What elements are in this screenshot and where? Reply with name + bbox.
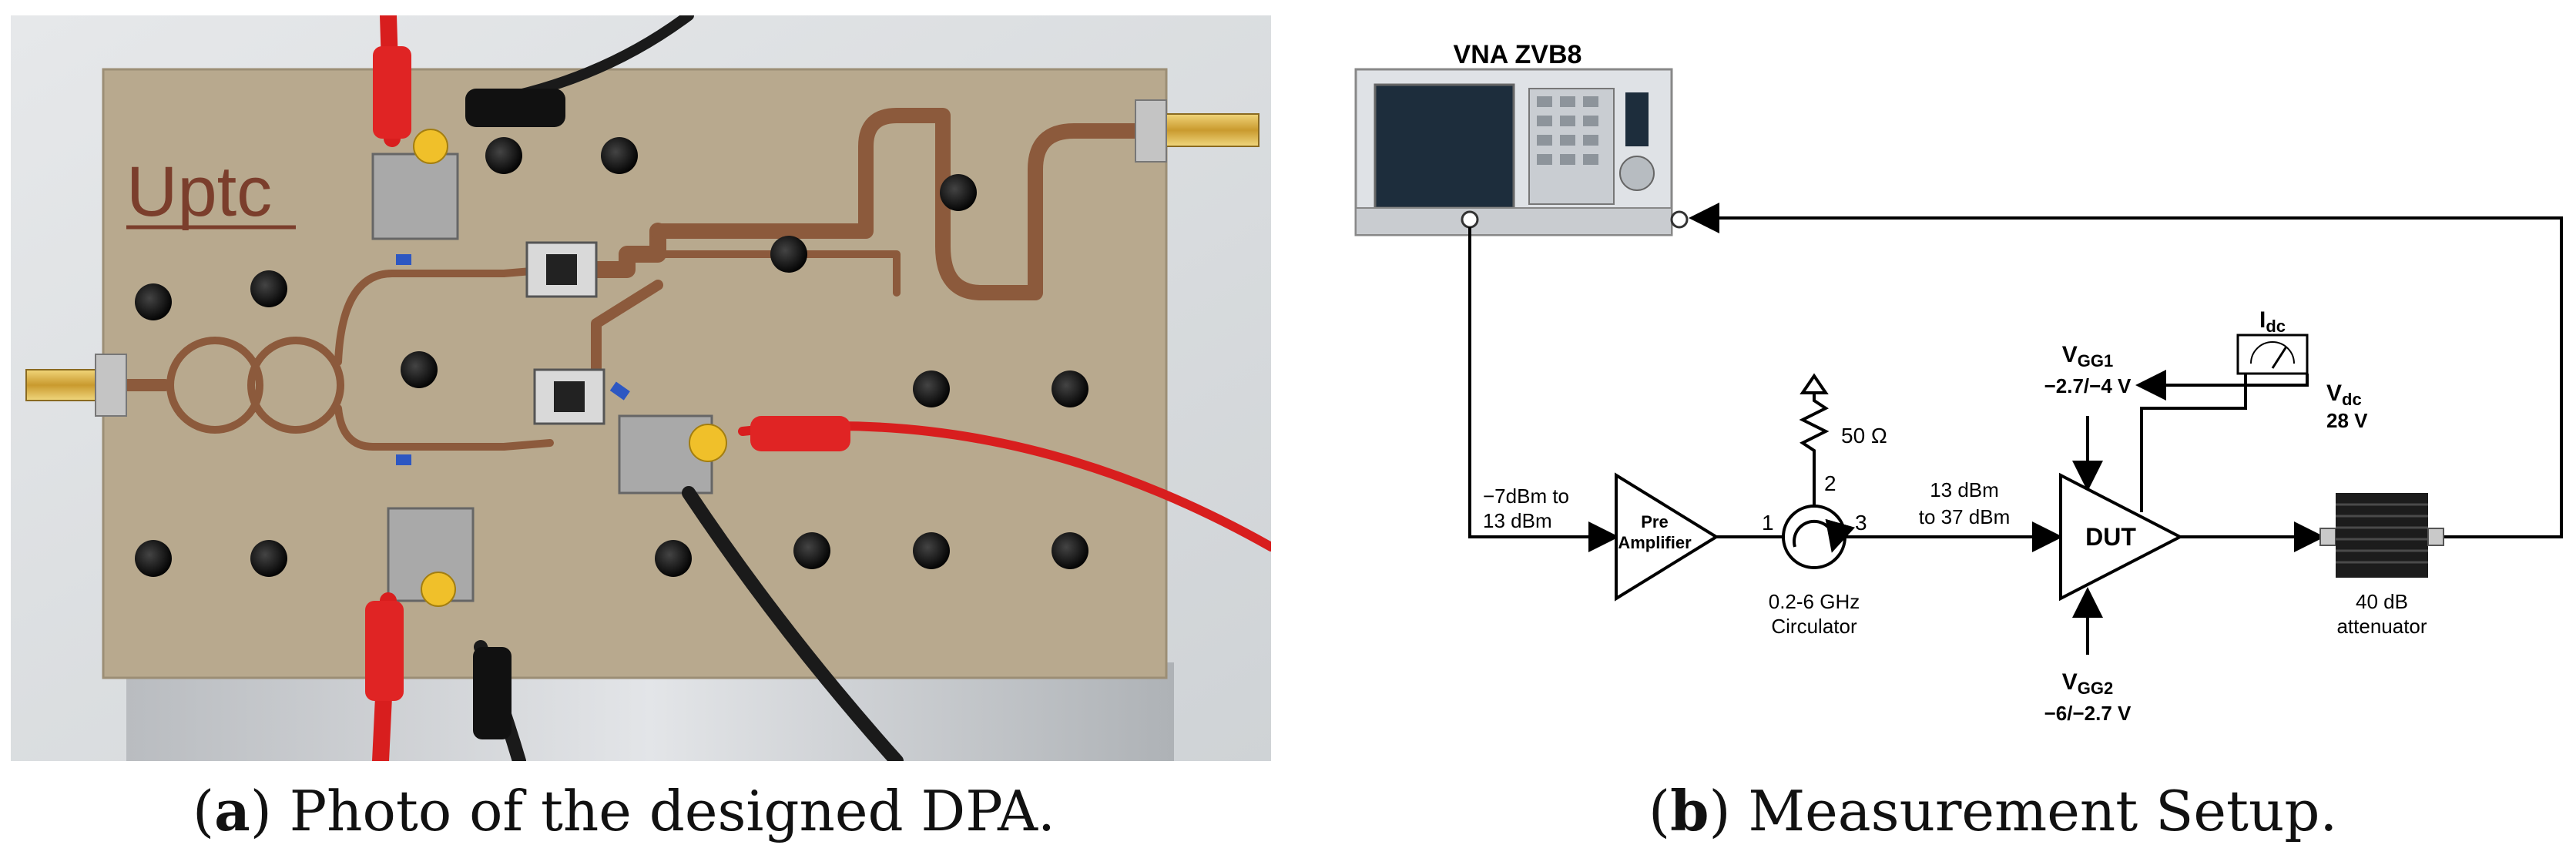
red-clip-drain <box>750 416 850 451</box>
circulator-port-1: 1 <box>1762 511 1774 535</box>
transistor-main <box>525 241 598 298</box>
caption-b-letter: b <box>1670 778 1709 843</box>
mounting-posts <box>135 137 1088 577</box>
circulator <box>1782 505 1855 569</box>
black-clip-bottom <box>473 647 512 739</box>
circulator-label: Circulator <box>1771 615 1857 638</box>
setup-svg: VNA ZVB8 50 Ω Pre Amplifier <box>1354 40 2563 725</box>
circulator-freq: 0.2-6 GHz <box>1769 590 1860 613</box>
load-resistor <box>1799 373 1830 462</box>
vgg2-value: −6/−2.7 V <box>2044 702 2132 725</box>
dut-label: DUT <box>2085 523 2136 551</box>
dpa-photo: Uptc <box>11 7 1276 769</box>
vna-port-2 <box>1670 210 1689 229</box>
vgg2-label: VGG2 <box>2062 669 2113 698</box>
capacitor <box>609 381 630 401</box>
vgg1-label: VGG1 <box>2062 342 2113 370</box>
circulator-port-2: 2 <box>1824 471 1836 495</box>
bias-network-drain <box>618 414 727 495</box>
bias-network-top <box>371 129 459 240</box>
pcb-board <box>102 68 1168 679</box>
idc-label: Idc <box>2259 307 2286 336</box>
attenuator-value: 40 dB <box>2356 590 2408 613</box>
output-power-line1: 13 dBm <box>1930 478 1999 501</box>
input-power-line2: 13 dBm <box>1483 509 1552 532</box>
black-clip-top <box>465 89 565 127</box>
vna-knob <box>1619 156 1655 191</box>
circulator-port-3: 3 <box>1855 511 1867 535</box>
attenuator-label: attenuator <box>2336 615 2427 638</box>
vdc-value: 28 V <box>2326 409 2368 432</box>
input-power-line1: −7dBm to <box>1483 484 1569 508</box>
board-logo: Uptc <box>126 153 272 231</box>
ammeter-icon <box>2236 334 2309 375</box>
transistor-peak <box>533 368 605 425</box>
caption-a-letter: a <box>214 778 250 843</box>
bias-network-bottom <box>387 507 475 607</box>
vgg1-value: −2.7/−4 V <box>2044 374 2132 397</box>
sma-connector-input <box>25 354 127 417</box>
output-power-line2: to 37 dBm <box>1919 505 2011 528</box>
vna-screen <box>1374 83 1515 210</box>
load-label: 50 Ω <box>1841 424 1887 448</box>
caption-b: (b) Measurement Setup. <box>1649 778 2338 843</box>
vna-port-1 <box>1461 210 1479 229</box>
vna-label: VNA ZVB8 <box>1454 40 1582 69</box>
dut <box>2059 472 2184 602</box>
vna-instrument <box>1354 68 1689 236</box>
dpa-photo-illustration: Uptc <box>11 7 1276 769</box>
caption-a-text: Photo of the designed DPA. <box>271 779 1055 843</box>
sma-connector-output <box>1135 99 1259 163</box>
capacitor <box>396 254 411 265</box>
caption-a: (a) Photo of the designed DPA. <box>193 778 1055 843</box>
preamp-label-line1: Pre <box>1641 512 1668 531</box>
measurement-setup-diagram: VNA ZVB8 50 Ω Pre Amplifier <box>1310 0 2576 770</box>
red-clip-top <box>373 46 411 139</box>
vdc-label: Vdc <box>2326 381 2362 409</box>
pre-amplifier <box>1615 472 1719 602</box>
attenuator <box>2319 493 2444 578</box>
red-clip-bottom <box>365 601 404 701</box>
preamp-label-line2: Amplifier <box>1618 533 1692 552</box>
capacitor <box>396 454 411 465</box>
signal-lines <box>1468 203 2563 655</box>
caption-b-text: Measurement Setup. <box>1730 779 2338 843</box>
